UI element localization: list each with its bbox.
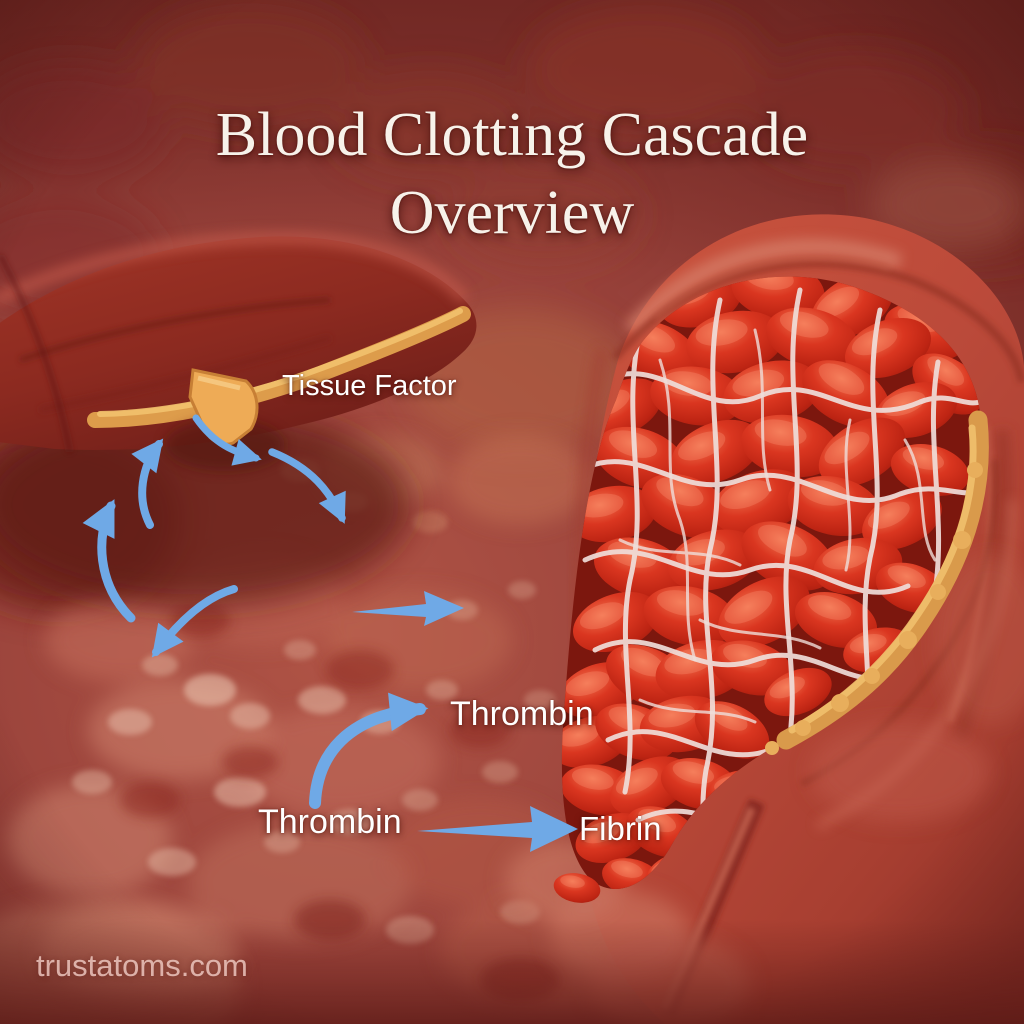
cascade-arrows bbox=[82, 414, 578, 852]
label-thrombin-lower: Thrombin bbox=[258, 803, 402, 841]
page-title-line1: Blood Clotting Cascade bbox=[215, 100, 809, 169]
arrow-loop-left-icon bbox=[82, 499, 136, 623]
page-title-line2: Overview bbox=[389, 178, 635, 247]
page-title: Blood Clotting Cascade Overview bbox=[0, 96, 1024, 252]
arrow-tissue-factor-first-icon bbox=[192, 414, 262, 466]
arrow-tissue-factor-second-icon bbox=[268, 448, 346, 524]
arrow-fibrin-icon bbox=[417, 806, 578, 852]
arrow-to-clot-icon bbox=[352, 591, 464, 626]
arrow-loop-down-icon bbox=[151, 585, 238, 658]
label-tissue-factor: Tissue Factor bbox=[282, 370, 457, 402]
watermark: trustatoms.com bbox=[36, 948, 248, 983]
arrow-loop-up-icon bbox=[131, 438, 164, 529]
label-thrombin-upper: Thrombin bbox=[450, 695, 594, 733]
arrow-thrombin-curve-icon bbox=[309, 692, 429, 809]
label-fibrin: Fibrin bbox=[579, 810, 662, 847]
